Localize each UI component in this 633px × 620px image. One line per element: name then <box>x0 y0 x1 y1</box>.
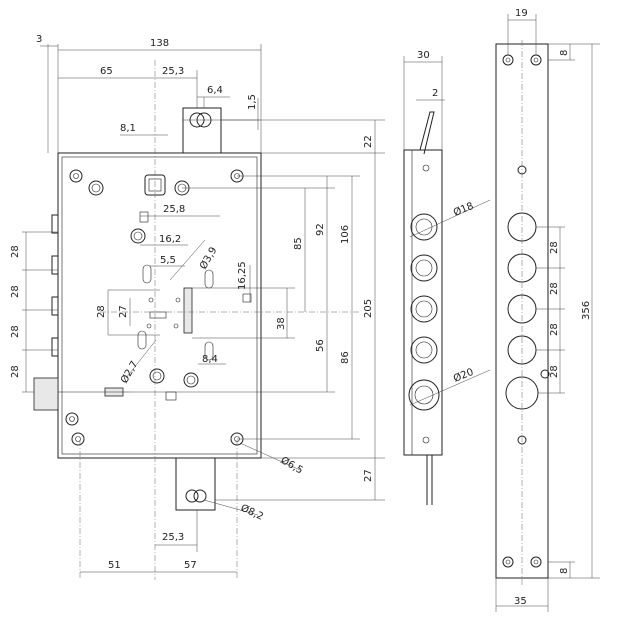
dim-side-30: 30 <box>417 50 430 61</box>
dim-56: 56 <box>315 339 326 352</box>
side-bolts <box>408 164 440 444</box>
dim-27-inner: 27 <box>118 305 129 318</box>
dim-22: 22 <box>363 135 374 148</box>
dim-5-5: 5,5 <box>160 255 176 266</box>
dim-plate-28-d: 28 <box>549 365 560 378</box>
dim-side-phi-20: Ø20 <box>452 366 476 385</box>
strike-plate-view: 19 8 8 356 35 28 28 28 28 <box>495 8 600 612</box>
internal-parts <box>58 174 252 401</box>
dim-28-left-d: 28 <box>10 365 21 378</box>
dim-plate-28-a: 28 <box>549 241 560 254</box>
dim-86: 86 <box>340 351 351 364</box>
dim-27-right: 27 <box>363 469 374 482</box>
dim-28-inner: 28 <box>96 305 107 318</box>
dim-16-2: 16,2 <box>159 234 181 245</box>
dim-phi-8-2: Ø8,2 <box>239 502 266 523</box>
dim-38: 38 <box>276 317 287 330</box>
bottom-tab <box>175 457 216 511</box>
center-lines <box>79 60 360 580</box>
dimension-lines <box>22 44 385 573</box>
dim-25-8: 25,8 <box>163 204 185 215</box>
dim-1-5: 1,5 <box>247 94 258 110</box>
deadbolt <box>33 377 59 411</box>
dim-65: 65 <box>100 66 113 77</box>
dim-16-25: 16,25 <box>237 261 248 290</box>
dim-phi-6-5: Ø6,5 <box>279 454 306 476</box>
dim-106: 106 <box>340 225 351 244</box>
dim-92: 92 <box>315 223 326 236</box>
dim-51: 51 <box>108 560 121 571</box>
dim-plate-28-c: 28 <box>549 323 560 336</box>
dim-side-2: 2 <box>432 88 438 99</box>
strike-plate <box>495 43 549 579</box>
dim-plate-28-b: 28 <box>549 282 560 295</box>
dim-plate-19: 19 <box>515 8 528 19</box>
dim-138: 138 <box>150 38 169 49</box>
dim-28-left-b: 28 <box>10 285 21 298</box>
dim-6-4: 6,4 <box>207 85 223 96</box>
side-view: 30 2 Ø18 Ø20 <box>403 50 491 505</box>
left-notches <box>51 214 59 357</box>
dim-25-3-top: 25,3 <box>162 66 184 77</box>
side-plate <box>403 149 443 456</box>
lock-body <box>57 152 262 459</box>
dim-28-left-a: 28 <box>10 245 21 258</box>
dim-side-phi-18: Ø18 <box>452 200 476 219</box>
dim-205: 205 <box>363 299 374 318</box>
dim-plate-8-bottom: 8 <box>559 568 570 574</box>
dim-plate-35: 35 <box>514 596 527 607</box>
front-view: 3 138 65 25,3 6,4 1,5 8,1 25,8 16,2 5,5 … <box>10 34 385 580</box>
dim-25-3-bottom: 25,3 <box>162 532 184 543</box>
dim-28-left-c: 28 <box>10 325 21 338</box>
dim-8-4: 8,4 <box>202 354 218 365</box>
dim-plate-356: 356 <box>581 301 592 320</box>
dim-85: 85 <box>293 237 304 250</box>
dim-57: 57 <box>184 560 197 571</box>
dim-3: 3 <box>36 34 42 45</box>
dim-8-1: 8,1 <box>120 123 136 134</box>
dim-plate-8-top: 8 <box>559 50 570 56</box>
